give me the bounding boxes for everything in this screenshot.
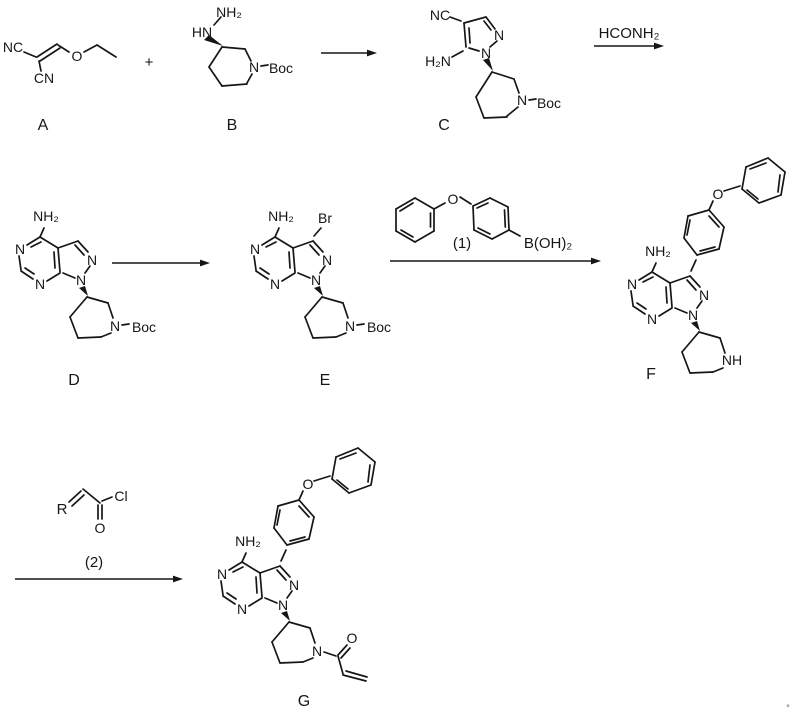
atom-label-nh2: NH₂ xyxy=(235,533,261,549)
atom-label-n3: N xyxy=(15,241,25,257)
atom-label-boc: Boc xyxy=(537,95,561,111)
arrow-b-to-c xyxy=(321,49,377,57)
atom-label-boc: Boc xyxy=(367,319,391,335)
atom-label-n: N xyxy=(312,643,322,659)
atom-label-n1: N xyxy=(35,276,45,292)
atom-label-n1p: N xyxy=(278,597,288,613)
atom-label-nh: NH xyxy=(722,352,742,368)
compound-f: NH₂ O N N N N NH F xyxy=(627,157,786,383)
atom-label-nh2: NH₂ xyxy=(33,208,59,224)
atom-label-nh2: NH₂ xyxy=(645,243,671,259)
atom-label-n1p: N xyxy=(688,307,698,323)
compound-a-bonds xyxy=(23,43,117,72)
reagent-2-acyl-chloride: R O Cl (2) xyxy=(57,488,128,571)
compound-e-bonds xyxy=(253,227,365,339)
atom-label-nh2: NH₂ xyxy=(268,208,294,224)
compound-g: NH₂ O N N N N N O G xyxy=(217,447,376,710)
compound-label-a: A xyxy=(38,117,49,134)
atom-label-n: N xyxy=(517,92,527,108)
compound-b-bonds xyxy=(208,16,269,87)
arrowhead xyxy=(591,257,601,265)
atom-label-h2n: H₂N xyxy=(425,53,451,69)
atom-label-o: O xyxy=(72,48,83,64)
reagent-number-2: (2) xyxy=(85,554,103,571)
compound-g-bonds xyxy=(220,447,376,682)
atom-label-cl: Cl xyxy=(114,488,127,504)
compound-label-e: E xyxy=(320,372,331,389)
compound-e: NH₂ Br N N N N N Boc E xyxy=(250,208,391,389)
atom-label-n3: N xyxy=(250,241,260,257)
atom-label-r: R xyxy=(57,501,68,518)
atom-label-n1: N xyxy=(237,601,247,617)
compound-d-bonds xyxy=(18,227,130,339)
atom-label-n2: N xyxy=(322,252,332,268)
stereo-wedge xyxy=(79,286,88,296)
stereo-wedge xyxy=(281,611,290,621)
page-corner-mark: ° xyxy=(786,703,790,713)
arrowhead xyxy=(173,575,183,583)
atom-label-n2: N xyxy=(87,252,97,268)
compound-c-bonds xyxy=(449,16,537,119)
plus-operator: + xyxy=(145,54,154,71)
atom-label-carbonyl-o: O xyxy=(347,630,358,646)
atom-label-ether-o: O xyxy=(448,191,459,207)
stereo-wedge xyxy=(691,321,700,331)
compound-label-f: F xyxy=(646,366,656,383)
arrowhead xyxy=(654,42,664,50)
arrow-d-to-e xyxy=(112,259,210,267)
atom-label-ether-o: O xyxy=(303,476,314,492)
atom-label-hn: HN xyxy=(192,24,212,40)
atom-label-boc: Boc xyxy=(269,60,293,76)
atom-label-n: N xyxy=(249,59,259,75)
atom-label-nh2: NH₂ xyxy=(216,4,242,20)
atom-label-n1p: N xyxy=(76,272,86,288)
atom-label-n: N xyxy=(110,318,120,334)
atom-label-nc: NC xyxy=(430,7,450,23)
atom-label-boh2: B(OH)₂ xyxy=(524,235,572,252)
atom-label-n1: N xyxy=(270,276,280,292)
compound-label-b: B xyxy=(227,117,238,134)
atom-label-br: Br xyxy=(318,210,332,226)
reagent-2-bonds xyxy=(68,488,113,520)
atom-label-n2: N xyxy=(494,27,504,43)
atom-label-n: N xyxy=(345,318,355,334)
atom-label-n1: N xyxy=(481,45,491,61)
atom-label-n1p: N xyxy=(311,272,321,288)
compound-f-bonds xyxy=(630,157,786,374)
compound-b: NH₂ HN N Boc B xyxy=(192,4,293,134)
reagent-number-1: (1) xyxy=(453,235,471,252)
arrow-f-to-g xyxy=(15,575,183,583)
arrow-c-to-d: HCONH₂ xyxy=(594,25,664,50)
arrowhead xyxy=(200,259,210,267)
compound-c: NC H₂N N N N Boc C xyxy=(425,7,561,134)
stereo-wedge xyxy=(314,286,323,296)
reagent-1-boronic-acid: O B(OH)₂ (1) xyxy=(395,191,572,252)
atom-label-n2: N xyxy=(289,577,299,593)
atom-label-n2: N xyxy=(699,287,709,303)
atom-label-n1: N xyxy=(647,311,657,327)
compound-a: NC CN O A xyxy=(3,39,117,134)
reagent-label-formamide: HCONH₂ xyxy=(599,25,660,42)
atom-label-o: O xyxy=(95,520,106,536)
compound-label-d: D xyxy=(68,372,80,389)
arrowhead xyxy=(367,49,377,57)
atom-label-boc: Boc xyxy=(132,319,156,335)
arrow-e-to-f xyxy=(390,257,601,265)
stereo-wedge xyxy=(483,58,493,71)
atom-label-ether-o: O xyxy=(713,186,724,202)
compound-d: NH₂ N N N N N Boc D xyxy=(15,208,156,389)
stereo-wedge xyxy=(204,35,223,46)
reagent-1-bonds xyxy=(395,196,521,243)
atom-label-n3: N xyxy=(627,276,637,292)
atom-label-n3: N xyxy=(217,566,227,582)
atom-label-cn: CN xyxy=(34,70,54,86)
compound-label-g: G xyxy=(298,693,310,710)
compound-label-c: C xyxy=(438,117,450,134)
atom-label-nc: NC xyxy=(3,39,23,55)
